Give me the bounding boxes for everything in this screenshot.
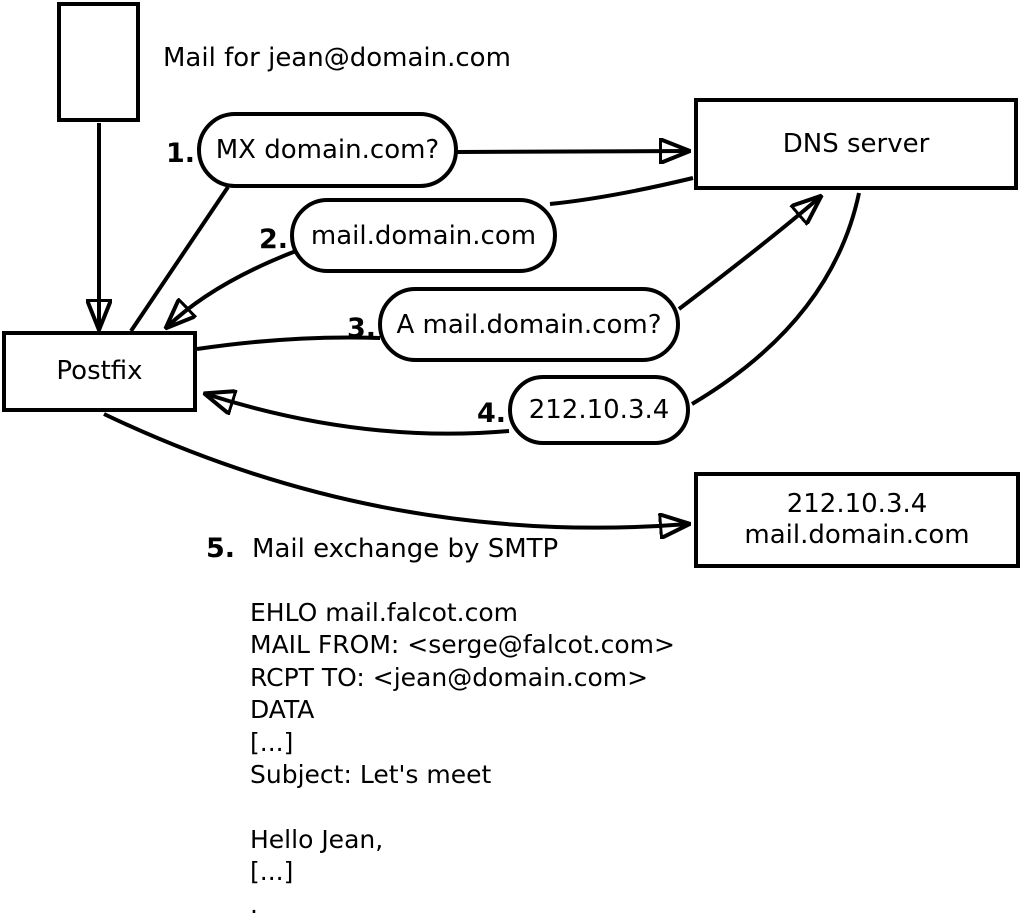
reply-mx-label: mail.domain.com [310,220,537,251]
query-mx-pill: MX domain.com? [197,112,458,188]
step1-number: 1. [165,138,195,169]
step5-number: 5. [206,533,236,564]
mail-server-ip: 212.10.3.4 [786,489,928,519]
line-dns-to-reply4 [690,192,861,406]
reply-mx-pill: mail.domain.com [290,198,557,273]
arrow-query3-to-dns [677,197,820,311]
postfix-box: Postfix [2,331,197,412]
arrow-postfix-to-mailserver-smtp [103,412,688,528]
arrow-query1-to-dns [456,151,688,152]
arrow-reply2-to-postfix [167,249,297,327]
step3-number: 3. [346,313,376,344]
step5-label: Mail exchange by SMTP [252,534,559,564]
arrow-reply4-to-postfix [206,394,510,436]
mail-message-icon [57,2,140,122]
line-postfix-to-query1 [129,185,230,333]
dns-server-box: DNS server [694,98,1018,190]
query-a-pill: A mail.domain.com? [378,287,680,362]
reply-ip-pill: 212.10.3.4 [508,375,690,445]
postfix-label: Postfix [56,356,143,386]
mail-server-box: 212.10.3.4 mail.domain.com [694,472,1020,568]
step5-row: 5. Mail exchange by SMTP [206,533,558,564]
reply-ip-label: 212.10.3.4 [528,395,670,425]
query-a-label: A mail.domain.com? [396,309,662,340]
mail-server-hostname: mail.domain.com [744,520,970,550]
dns-server-label: DNS server [782,128,930,159]
step2-number: 2. [258,224,288,255]
step4-number: 4. [476,398,506,429]
query-mx-label: MX domain.com? [215,135,440,165]
diagram-title: Mail for jean@domain.com [163,43,511,73]
smtp-session-transcript: EHLO mail.falcot.com MAIL FROM: <serge@f… [250,598,675,919]
line-dns-to-reply2 [549,176,694,206]
line-postfix-to-query3 [196,335,381,351]
